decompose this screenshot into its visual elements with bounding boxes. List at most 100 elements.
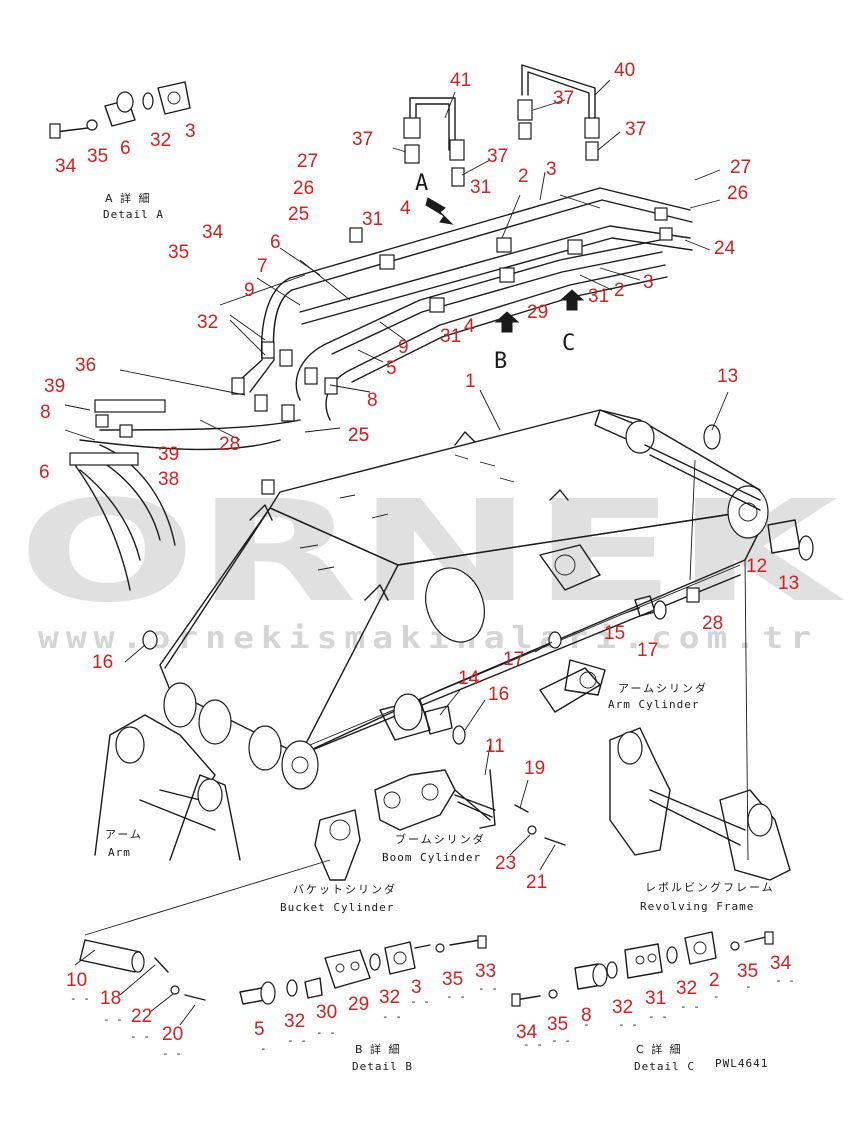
captions: A 詳 細 Detail A アームシリンダ Arm Cylinder アーム … bbox=[103, 191, 775, 1073]
callout-34: 34 bbox=[202, 222, 224, 243]
callout-8: 8 bbox=[367, 390, 378, 411]
callout-32: 32 bbox=[284, 1011, 305, 1032]
pins-bushings bbox=[142, 424, 814, 846]
boom-cylinder-caption-jp: ブームシリンダ bbox=[395, 832, 486, 846]
revolving-frame bbox=[609, 727, 791, 881]
pin-10 bbox=[79, 939, 206, 1001]
detail-c-caption-en: Detail C bbox=[634, 1060, 695, 1073]
callout-15: 15 bbox=[604, 623, 625, 644]
callout-41: 41 bbox=[450, 70, 471, 91]
callout-32: 32 bbox=[612, 997, 633, 1018]
revolving-frame-caption-en: Revolving Frame bbox=[640, 900, 754, 913]
callout-4: 4 bbox=[400, 198, 411, 219]
callout-6: 6 bbox=[39, 462, 50, 483]
callout-21: 21 bbox=[526, 872, 547, 893]
detail-a-caption-jp: A 詳 細 bbox=[105, 191, 152, 205]
callout-32: 32 bbox=[150, 130, 171, 151]
callout-3: 3 bbox=[411, 977, 422, 998]
callout-32: 32 bbox=[676, 978, 697, 999]
callout-2: 2 bbox=[518, 166, 529, 187]
callout-28: 28 bbox=[702, 613, 723, 634]
svg-text:- -: - - bbox=[382, 1010, 402, 1023]
arm-caption-en: Arm bbox=[108, 846, 131, 859]
callout-37: 37 bbox=[352, 129, 373, 150]
callout-38: 38 bbox=[158, 469, 179, 490]
callout-10: 10 bbox=[66, 970, 87, 991]
callout-37: 37 bbox=[553, 88, 574, 109]
callout-8: 8 bbox=[40, 402, 51, 423]
callout-39: 39 bbox=[158, 444, 179, 465]
callout-2: 2 bbox=[709, 970, 720, 991]
svg-text:- -: - - bbox=[523, 1038, 543, 1051]
svg-text:- -: - - bbox=[446, 990, 466, 1003]
callout-39: 39 bbox=[44, 376, 65, 397]
svg-text:-: - bbox=[713, 990, 720, 1003]
detail-b-parts bbox=[239, 935, 487, 1005]
callout-31: 31 bbox=[362, 209, 383, 230]
callout-8: 8 bbox=[581, 1005, 592, 1026]
fittings bbox=[349, 99, 673, 313]
callout-5: 5 bbox=[386, 358, 397, 379]
svg-text:-: - bbox=[260, 1042, 267, 1055]
callout-25: 25 bbox=[348, 425, 369, 446]
callout-31: 31 bbox=[440, 326, 461, 347]
callout-37: 37 bbox=[625, 119, 646, 140]
callout-26: 26 bbox=[727, 183, 748, 204]
svg-text:- -: - - bbox=[478, 982, 498, 995]
callout-27: 27 bbox=[730, 157, 751, 178]
callout-24: 24 bbox=[714, 238, 736, 259]
arm-cylinder-caption-jp: アームシリンダ bbox=[618, 681, 708, 695]
callout-16: 16 bbox=[92, 652, 113, 673]
callout-2: 2 bbox=[614, 280, 625, 301]
callout-25: 25 bbox=[288, 204, 309, 225]
callout-34: 34 bbox=[516, 1022, 538, 1043]
svg-text:- -: - - bbox=[103, 1013, 123, 1026]
bucket-cylinder bbox=[314, 809, 361, 881]
callout-20: 20 bbox=[162, 1024, 183, 1045]
callout-6: 6 bbox=[120, 138, 131, 159]
callout-12: 12 bbox=[746, 556, 767, 577]
detail-b-caption-jp: B 詳 細 bbox=[355, 1042, 402, 1056]
callout-31: 31 bbox=[645, 988, 666, 1009]
callout-32: 32 bbox=[379, 987, 400, 1008]
callout-35: 35 bbox=[737, 961, 758, 982]
callout-11: 11 bbox=[485, 736, 505, 757]
callout-5: 5 bbox=[254, 1019, 265, 1040]
detail-a-caption-en: Detail A bbox=[103, 208, 164, 221]
callout-35: 35 bbox=[442, 969, 463, 990]
svg-text:- -: - - bbox=[618, 1018, 638, 1031]
detail-a-parts bbox=[49, 81, 191, 139]
svg-text:- -: - - bbox=[680, 1000, 700, 1013]
dash-marks: - - - - - - - - - - - - - - - - - - - - … bbox=[70, 974, 795, 1060]
callout-17: 17 bbox=[637, 640, 658, 661]
callout-numbers: 41 40 37 37 37 37 31 31 31 31 27 27 26 2… bbox=[39, 60, 799, 1045]
callout-25: 25 bbox=[348, 425, 369, 446]
callout-32: 32 bbox=[197, 312, 218, 333]
callout-13: 13 bbox=[717, 366, 738, 387]
revolving-frame-caption-jp: レボルビングフレーム bbox=[645, 880, 775, 894]
callout-22: 22 bbox=[131, 1006, 152, 1027]
svg-text:- -: - - bbox=[551, 1034, 571, 1047]
callout-3: 3 bbox=[546, 159, 557, 180]
callout-14: 14 bbox=[458, 668, 480, 689]
callout-35: 35 bbox=[87, 146, 108, 167]
pipe-clamps bbox=[69, 341, 338, 466]
callout-33: 33 bbox=[475, 961, 496, 982]
callout-40: 40 bbox=[614, 60, 635, 81]
boom-cylinder-caption-en: Boom Cylinder bbox=[382, 851, 481, 864]
detail-letter-a: A bbox=[415, 171, 428, 196]
boom-body bbox=[159, 409, 769, 790]
callout-9: 9 bbox=[244, 280, 255, 301]
arm-cylinder bbox=[539, 659, 606, 713]
arm-cylinder-caption-en: Arm Cylinder bbox=[608, 698, 699, 711]
detail-c-parts bbox=[511, 931, 774, 1007]
callout-30: 30 bbox=[316, 1002, 337, 1023]
svg-text:- -: - - bbox=[648, 1010, 668, 1023]
watermark-url: www.ornekismakinalari.com.tr bbox=[38, 621, 818, 656]
callout-18: 18 bbox=[100, 988, 121, 1009]
callout-27: 27 bbox=[297, 151, 318, 172]
callout-19: 19 bbox=[524, 758, 545, 779]
callout-1: 1 bbox=[465, 371, 476, 392]
arrow-a-icon bbox=[425, 197, 454, 225]
